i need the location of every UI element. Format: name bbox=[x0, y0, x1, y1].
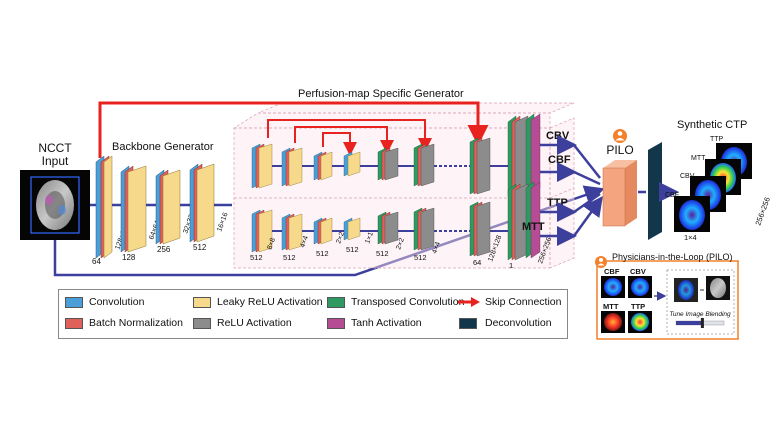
backbone-dim-8: 16×16 bbox=[216, 212, 229, 233]
pilo-map-ttp: TTP bbox=[631, 302, 645, 311]
svg-text:2×2: 2×2 bbox=[335, 231, 346, 245]
backbone-dim-1: 64 bbox=[92, 257, 101, 266]
legend-swatch-relu bbox=[193, 318, 211, 329]
input-title-line1: NCCT bbox=[38, 141, 72, 155]
backbone-block-2 bbox=[120, 165, 147, 253]
svg-text:512: 512 bbox=[316, 249, 329, 258]
pilo-panel-title: Physicians-in-the-Loop (PILO) bbox=[612, 252, 733, 262]
svg-text:512: 512 bbox=[283, 253, 296, 262]
map-label-mtt: MTT bbox=[522, 221, 545, 233]
legend-label-batch-norm: Batch Normalization bbox=[89, 317, 183, 329]
svg-text:512: 512 bbox=[250, 253, 263, 262]
ctp-label-cbf: CBF bbox=[665, 192, 679, 199]
deconvolution-block bbox=[648, 142, 662, 240]
pilo-user-icon bbox=[613, 129, 627, 143]
ctp-label-ttp: TTP bbox=[710, 136, 724, 143]
ctp-dim-side: 256×256 bbox=[753, 196, 772, 227]
svg-text:512: 512 bbox=[376, 249, 389, 258]
svg-text:8×8: 8×8 bbox=[266, 237, 277, 251]
map-label-cbv: CBV bbox=[546, 130, 570, 142]
skip-connection-2 bbox=[267, 119, 432, 152]
backbone-dim-3: 128 bbox=[122, 253, 136, 262]
legend-swatch-tanh bbox=[327, 318, 345, 329]
pilo-block bbox=[602, 160, 637, 227]
blending-label: Tune Image Blending bbox=[669, 311, 731, 318]
backbone-dim-5: 256 bbox=[157, 245, 171, 254]
svg-text:2×2: 2×2 bbox=[395, 237, 406, 251]
ctp-output-stack bbox=[674, 143, 752, 232]
skip-connection-outer bbox=[98, 101, 489, 158]
to-pilo-arrows bbox=[572, 144, 603, 237]
upper-dims: 512 8×8 512 4×4 512 2×2 512 1×1 512 2×2 … bbox=[250, 231, 553, 270]
legend-swatch-batch-norm bbox=[65, 318, 83, 329]
legend-label-relu: ReLU Activation bbox=[217, 317, 292, 329]
backbone-header: Backbone Generator bbox=[112, 141, 214, 153]
legend-label-convolution: Convolution bbox=[89, 296, 145, 308]
skip-connection-4 bbox=[322, 132, 357, 156]
lower-row-layers bbox=[251, 181, 541, 261]
ctp-label-mtt: MTT bbox=[691, 155, 706, 162]
input-title-line2: Input bbox=[42, 154, 69, 168]
pilo-label: PILO bbox=[606, 143, 633, 157]
blending-slider-knob[interactable] bbox=[700, 318, 704, 328]
ctp-dim-bottom: 1×4 bbox=[684, 233, 697, 242]
svg-text:4×4: 4×4 bbox=[299, 235, 310, 249]
synthetic-header: Synthetic CTP bbox=[677, 119, 747, 131]
map-label-cbf: CBF bbox=[548, 154, 571, 166]
backbone-block-1 bbox=[95, 155, 113, 259]
svg-text:512: 512 bbox=[346, 245, 359, 254]
legend-label-deconvolution: Deconvolution bbox=[485, 317, 552, 329]
svg-text:512: 512 bbox=[414, 253, 427, 262]
ncct-input-image bbox=[20, 170, 90, 240]
blending-slider[interactable] bbox=[675, 318, 725, 328]
upper-row-layers bbox=[251, 113, 541, 197]
legend-label-tanh: Tanh Activation bbox=[351, 317, 422, 329]
perfusion-header: Perfusion-map Specific Generator bbox=[298, 88, 464, 100]
legend-label-transposed-conv: Transposed Convolution bbox=[351, 296, 465, 308]
legend-swatch-transposed-conv bbox=[327, 297, 345, 308]
backbone-dim-7: 512 bbox=[193, 243, 207, 252]
pilo-map-cbf: CBF bbox=[604, 267, 620, 276]
backbone-block-4 bbox=[189, 163, 215, 243]
pilo-map-cbv: CBV bbox=[630, 267, 646, 276]
legend-label-leaky-relu: Leaky ReLU Activation bbox=[217, 296, 323, 308]
svg-text:64: 64 bbox=[473, 258, 481, 267]
ctp-label-cbv: CBV bbox=[680, 173, 695, 180]
legend-swatch-convolution bbox=[65, 297, 83, 308]
backbone-block-3 bbox=[155, 169, 181, 245]
legend-swatch-leaky-relu bbox=[193, 297, 211, 308]
pilo-map-thumbs bbox=[601, 276, 652, 333]
legend-label-skip: Skip Connection bbox=[485, 296, 562, 308]
pilo-map-mtt: MTT bbox=[603, 302, 619, 311]
legend-skip-arrow-icon bbox=[458, 297, 480, 307]
svg-text:1×1: 1×1 bbox=[364, 231, 375, 245]
svg-text:1: 1 bbox=[509, 261, 513, 270]
legend-swatch-deconvolution bbox=[459, 318, 477, 329]
legend: Convolution Batch Normalization Leaky Re… bbox=[58, 289, 568, 339]
skip-connection-3 bbox=[294, 126, 394, 154]
map-label-ttp: TTP bbox=[547, 197, 568, 209]
svg-text:4×4: 4×4 bbox=[431, 241, 442, 255]
